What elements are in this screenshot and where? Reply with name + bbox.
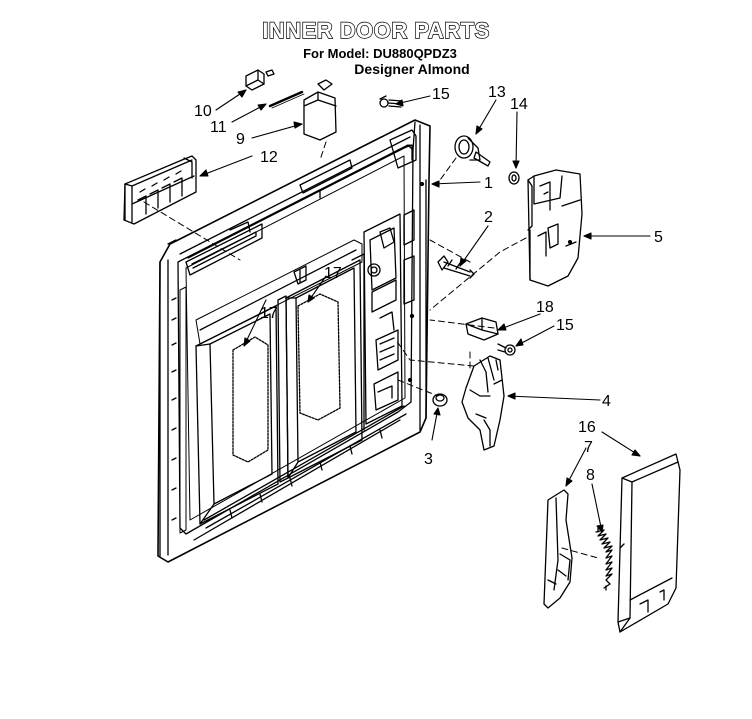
callout-17-right: 17 bbox=[324, 265, 342, 282]
callout-8: 8 bbox=[586, 467, 595, 484]
part-8-spring bbox=[595, 527, 613, 591]
callout-13: 13 bbox=[488, 84, 506, 101]
callout-2: 2 bbox=[484, 209, 493, 226]
part-10-clip bbox=[245, 69, 275, 91]
callout-7: 7 bbox=[584, 439, 593, 456]
part-3-bumper bbox=[432, 393, 448, 407]
part-13-knob bbox=[454, 135, 491, 167]
callout-3: 3 bbox=[424, 451, 433, 468]
inner-door-panel bbox=[157, 119, 431, 563]
callout-18: 18 bbox=[536, 299, 554, 316]
callout-numbers: 10 11 9 12 15 13 14 1 2 5 18 15 4 3 16 7… bbox=[194, 84, 663, 484]
callout-12: 12 bbox=[260, 149, 278, 166]
part-5-control-housing bbox=[527, 169, 583, 287]
callout-17-left: 17 bbox=[260, 305, 278, 322]
callout-11: 11 bbox=[210, 119, 227, 136]
callout-10: 10 bbox=[194, 103, 212, 120]
part-16-side-panel bbox=[617, 453, 681, 633]
part-9-cover bbox=[303, 79, 337, 141]
callout-arrows bbox=[199, 89, 651, 533]
part-15-screw-lower bbox=[497, 343, 516, 356]
diagram-title: INNER DOOR PARTS bbox=[261, 17, 490, 43]
callout-15-upper: 15 bbox=[432, 86, 450, 103]
part-15-screw-upper bbox=[379, 95, 403, 108]
callout-1: 1 bbox=[484, 175, 493, 192]
part-14-washer bbox=[508, 171, 520, 185]
part-2-latch-pin bbox=[437, 255, 475, 279]
callout-4: 4 bbox=[602, 393, 611, 410]
callout-5: 5 bbox=[654, 229, 663, 246]
callout-15-lower: 15 bbox=[556, 317, 574, 334]
color-name: Designer Almond bbox=[354, 61, 470, 77]
part-4-latch-assembly bbox=[461, 355, 505, 451]
part-7-lever bbox=[543, 489, 573, 609]
part-11-rod bbox=[268, 90, 305, 109]
leader-lines bbox=[143, 141, 599, 559]
callout-14: 14 bbox=[510, 96, 528, 113]
part-18-latch-clip bbox=[465, 317, 499, 341]
model-number: For Model: DU880QPDZ3 bbox=[303, 46, 457, 61]
part-12-vent-bracket bbox=[123, 155, 197, 225]
callout-16: 16 bbox=[578, 419, 596, 436]
callout-9: 9 bbox=[236, 131, 245, 148]
